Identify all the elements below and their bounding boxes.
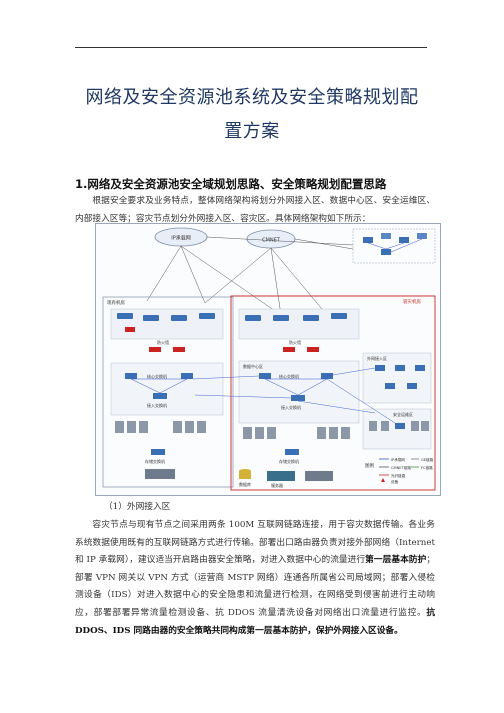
- header-rule: [75, 47, 427, 48]
- remote-offices-cluster: [352, 228, 436, 264]
- cloud-ip-label: IP承载网: [171, 235, 191, 242]
- right-outer-zone: 外网接入区: [362, 352, 432, 404]
- left-storage-label: 存储交换机: [145, 458, 165, 464]
- server-label: 服务器: [271, 482, 283, 488]
- region-left-label: 现有机房: [107, 299, 125, 306]
- body-bold-1: 第一层基本防护: [365, 555, 427, 566]
- left-routers: 防火墙: [110, 308, 224, 352]
- body-bold-2: 抗 DDOS、IDS 同路由器的安全策略共同构成第一层基本防护，保护外网接入区设…: [75, 607, 435, 636]
- legend-title: 图例: [365, 462, 374, 469]
- legend-item-6: 设备: [391, 479, 399, 484]
- left-core-label: 核心交换机: [147, 373, 167, 379]
- legend-item-4: GE链路: [421, 457, 434, 462]
- mgmt-zone-label: 安全运维区: [393, 411, 413, 417]
- cloud-cmnet: CMNET: [246, 229, 296, 249]
- section-heading: 1.网络及安全资源池安全域规划思路、安全策略规划配置思路: [75, 177, 387, 191]
- left-core-zone: 核心交换机 接入交换机: [110, 362, 224, 416]
- right-routers: 防火墙: [238, 308, 360, 352]
- db-label: 数据库: [239, 481, 251, 487]
- right-dc-zone: 数据中心区 核心交换机 接入交换机: [238, 360, 360, 424]
- outer-zone-label: 外网接入区: [367, 355, 387, 361]
- body-paragraph: 容灾节点与现有节点之间采用两条 100M 互联网链路连接，用于容灾数据传输。各业…: [75, 517, 435, 640]
- legend-item-2: CMNET链路: [391, 465, 411, 470]
- left-firewall-label: 防火墙: [157, 339, 169, 345]
- title-line-1: 网络及安全资源池系统及安全策略规划配: [85, 87, 419, 108]
- legend-item-1: IP承载网: [391, 457, 405, 462]
- right-core-label: 核心交换机: [279, 373, 299, 379]
- title-line-2: 置方案: [224, 121, 280, 142]
- intro-paragraph: 根据安全要求及业务特点，整体网络架构将划分外网接入区、数据中心区、安全运维区、内…: [75, 196, 435, 224]
- right-storage-label: 存储交换机: [279, 458, 299, 464]
- right-firewall-label: 防火墙: [289, 339, 301, 345]
- mgmt-zone: 安全运维区: [362, 408, 432, 450]
- right-servers: 存储交换机 数据库 服务器: [239, 427, 350, 488]
- wan-links: [146, 236, 354, 316]
- region-right-label: 容灾机房: [403, 298, 421, 305]
- cloud-ip-bearer: IP承载网: [154, 227, 208, 247]
- document-title: 网络及安全资源池系统及安全策略规划配 置方案: [60, 81, 444, 149]
- left-access-label: 接入交换机: [147, 402, 167, 408]
- left-servers: 存储交换机: [115, 421, 206, 479]
- right-access-label: 接入交换机: [281, 404, 301, 410]
- legend-item-3: 光纤链路: [391, 473, 406, 478]
- body-text-2: ；部署 VPN 网关以 VPN 方式（运营商 MSTP 网络）连通各所属省公司局…: [75, 555, 436, 618]
- dc-zone-label: 数据中心区: [243, 363, 263, 369]
- legend: 图例 IP承载网 CMNET链路 光纤链路 GE链路 FC链路 设备: [365, 457, 434, 484]
- network-architecture-diagram: IP承载网 CMNET: [95, 223, 441, 496]
- cross-region-links: [192, 367, 396, 424]
- body-text-1: 容灾节点与现有节点之间采用两条 100M 互联网链路连接，用于容灾数据传输。各业…: [75, 520, 435, 566]
- subsection-caption: （1）外网接入区: [104, 502, 171, 512]
- legend-item-5: FC链路: [421, 465, 433, 470]
